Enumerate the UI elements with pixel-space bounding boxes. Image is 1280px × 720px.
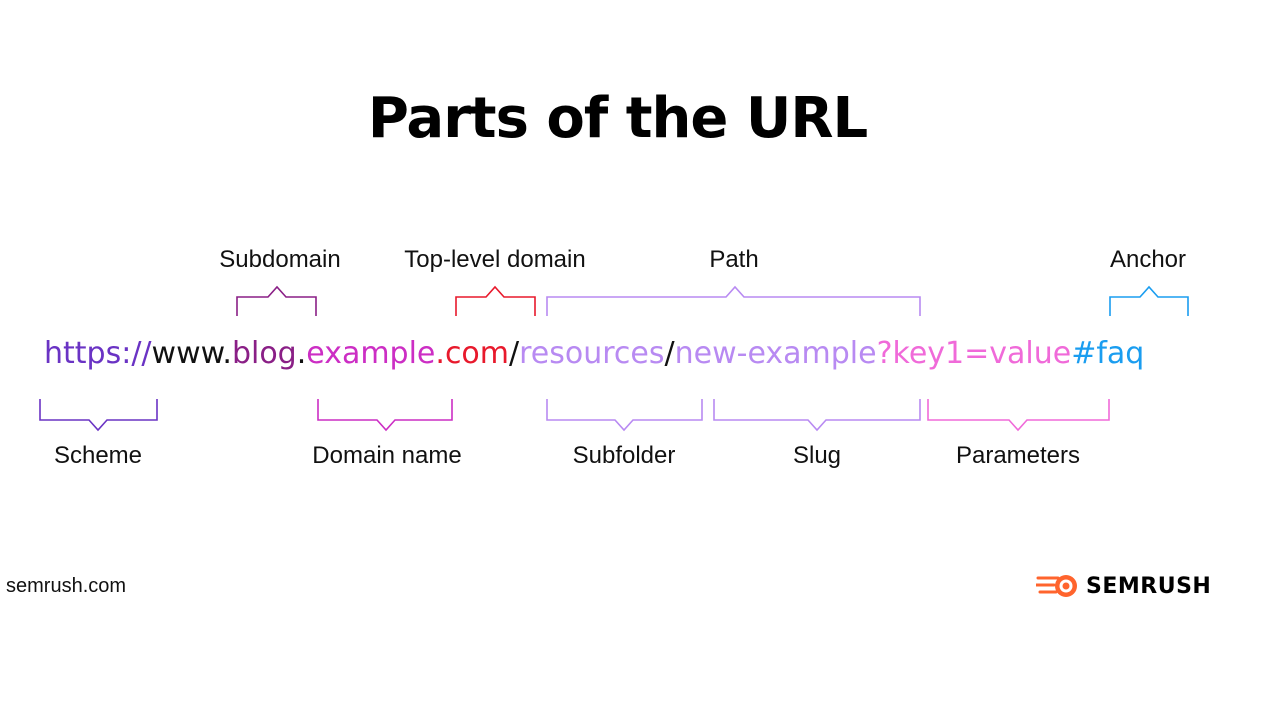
url-segment: .com <box>435 336 510 371</box>
label-scheme: Scheme <box>53 442 143 469</box>
url-segment: ?key1=value <box>876 336 1072 371</box>
url-segment: . <box>296 336 307 371</box>
brand-logo: SEMRUSH <box>1036 572 1211 600</box>
label-anchor: Anchor <box>1109 246 1187 273</box>
label-subdomain: Subdomain <box>219 246 341 273</box>
url-segment: new-example <box>674 336 877 371</box>
brace-anchor <box>1109 285 1189 316</box>
label-top-level-domain: Top-level domain <box>404 246 586 273</box>
url-segment: example <box>306 336 436 371</box>
brace-top-level-domain <box>455 285 536 316</box>
brand-name: SEMRUSH <box>1086 573 1212 599</box>
brace-parameters <box>927 399 1110 432</box>
label-parameters: Parameters <box>955 442 1081 469</box>
brace-path <box>546 285 921 316</box>
brace-slug <box>713 399 921 432</box>
brace-subfolder <box>546 399 703 432</box>
url-segment: https:// <box>44 336 152 371</box>
brace-domain-name <box>317 399 453 432</box>
label-subfolder: Subfolder <box>572 442 676 469</box>
url-segment: / <box>664 336 675 371</box>
footer-site: semrush.com <box>6 575 127 597</box>
url-line: https://www.blog.example.com/resources/n… <box>44 334 1144 374</box>
url-segment: / <box>509 336 520 371</box>
url-segment: www. <box>151 336 232 371</box>
semrush-fire-icon <box>1036 575 1077 597</box>
label-domain-name: Domain name <box>312 442 462 469</box>
label-slug: Slug <box>792 442 842 469</box>
brace-scheme <box>39 399 158 432</box>
url-segment: resources <box>519 336 665 371</box>
label-path: Path <box>709 246 759 273</box>
url-segment: #faq <box>1071 336 1145 371</box>
url-segment: blog <box>231 336 297 371</box>
brace-subdomain <box>236 285 317 316</box>
page-title: Parts of the URL <box>367 86 868 151</box>
